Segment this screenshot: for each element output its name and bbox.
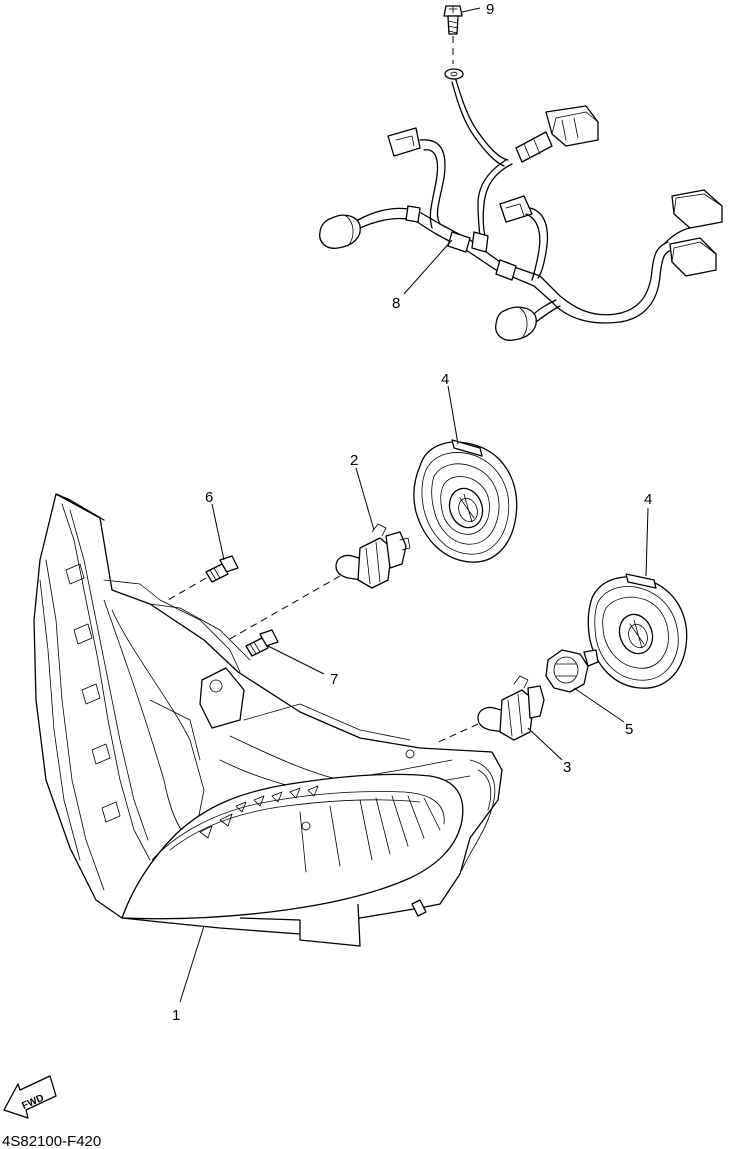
part-9-screw xyxy=(443,5,464,80)
callout-7: 7 xyxy=(330,671,338,688)
part-code: 4S82100-F420 xyxy=(2,1133,101,1149)
part-7-screw xyxy=(245,629,279,657)
leader-lines xyxy=(179,7,649,1003)
assembly-lines xyxy=(167,575,479,745)
callout-1: 1 xyxy=(172,1007,180,1024)
callout-4-lower: 4 xyxy=(644,491,652,508)
callout-9: 9 xyxy=(486,1,494,18)
part-6-screw xyxy=(205,555,239,583)
part-8-wire-harness xyxy=(319,79,723,341)
callout-2: 2 xyxy=(350,452,358,469)
part-3-bulb xyxy=(477,675,545,741)
callout-5: 5 xyxy=(625,721,633,738)
callout-6: 6 xyxy=(205,489,213,506)
part-4-upper-cover xyxy=(413,439,518,563)
callout-8: 8 xyxy=(392,295,400,312)
part-4-lower-cover xyxy=(587,573,688,689)
callout-3: 3 xyxy=(563,759,571,776)
part-1-headlight-assembly xyxy=(33,493,503,947)
part-5-socket xyxy=(545,649,599,693)
fwd-arrow-icon: FWD xyxy=(3,1075,57,1119)
part-2-bulb xyxy=(335,523,411,589)
callout-4-upper: 4 xyxy=(441,371,449,388)
